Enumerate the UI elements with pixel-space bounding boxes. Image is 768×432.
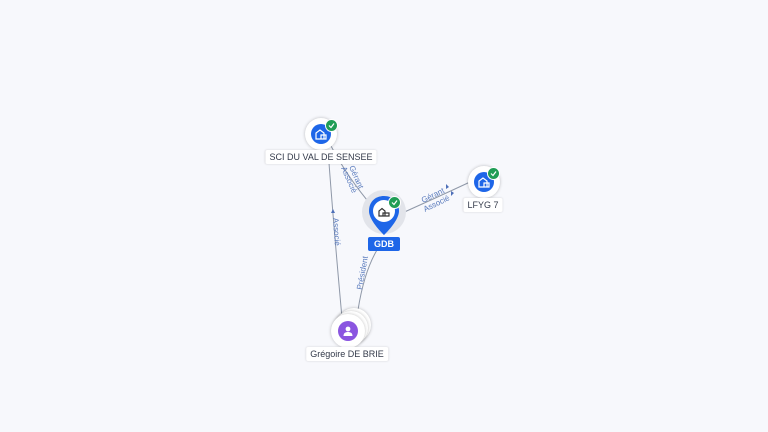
edge-label-person-sci: Associé [331, 218, 342, 247]
node-label[interactable]: LFYG 7 [463, 198, 503, 212]
edge-person-gdb[interactable] [357, 249, 378, 311]
arrow-icon [451, 191, 454, 196]
verified-check-icon [325, 119, 338, 132]
verified-check-icon [388, 196, 401, 209]
node-label[interactable]: GDB [368, 237, 400, 251]
node-label[interactable]: Grégoire DE BRIE [306, 347, 388, 361]
arrow-icon [446, 184, 449, 189]
edge-person-sci[interactable] [328, 162, 343, 319]
arrow-icon [331, 209, 335, 213]
person-icon [338, 321, 358, 341]
edge-gdb-lfyg[interactable] [399, 181, 471, 215]
node-circle[interactable] [331, 314, 365, 348]
node-label[interactable]: SCI DU VAL DE SENSEE [265, 150, 377, 164]
verified-check-icon [487, 167, 500, 180]
edge-label-person-gdb: Président [355, 255, 370, 291]
